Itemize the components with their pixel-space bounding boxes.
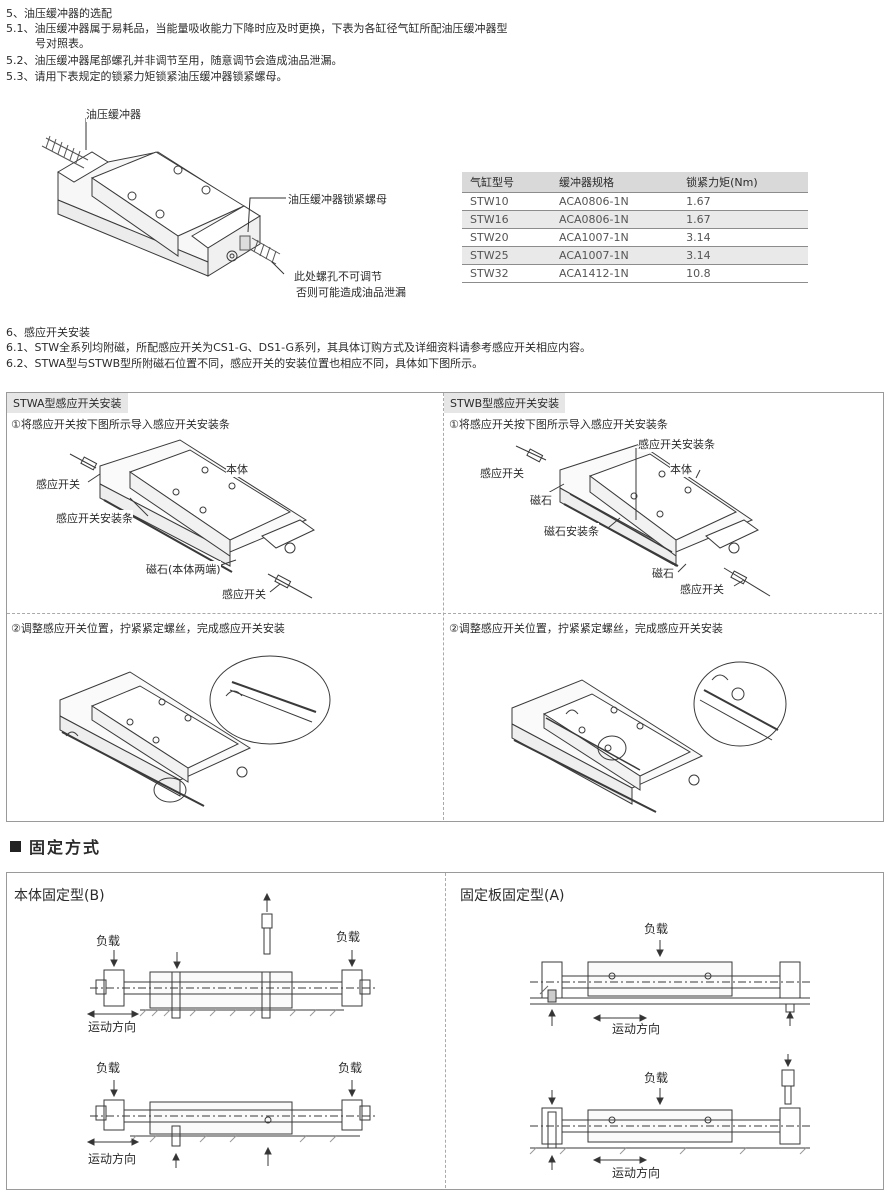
table-cell: 1.67 — [678, 210, 808, 229]
stwa-label-body: 本体 — [226, 461, 248, 477]
type-b-lower-drawing — [86, 1080, 378, 1168]
stwb-label-body: 本体 — [670, 461, 692, 477]
stwb-step1-drawing — [515, 443, 771, 597]
type-b-lower-load-left: 负载 — [96, 1061, 121, 1075]
type-b-lower-load-right: 负载 — [338, 1061, 363, 1075]
type-a-lower-load: 负载 — [644, 1071, 669, 1085]
callout-no-adjust-1: 此处螺孔不可调节 — [294, 268, 382, 284]
stwb-step1: ①将感应开关按下图所示导入感应开关安装条 — [449, 418, 668, 431]
type-b-upper-load-left: 负载 — [96, 934, 121, 948]
table-cell: ACA0806-1N — [550, 210, 679, 229]
table-cell: 10.8 — [678, 264, 808, 283]
table-cell: 1.67 — [678, 192, 808, 211]
table-cell: 3.14 — [678, 246, 808, 265]
type-a-upper-drawing — [530, 940, 812, 1026]
mounting-title-text: 固定方式 — [29, 838, 102, 857]
stwa-step1-drawing — [69, 439, 315, 599]
stwb-label-switch-top: 感应开关 — [480, 465, 524, 481]
stwa-step2: ②调整感应开关位置，拧紧紧定螺丝，完成感应开关安装 — [11, 622, 285, 635]
table-cell: STW16 — [462, 210, 551, 229]
stwb-label-switch-bottom: 感应开关 — [680, 581, 724, 597]
section5-line-1: 5.1、油压缓冲器属于易耗品，当能量吸收能力下降时应及时更换，下表为各缸径气缸所… — [6, 22, 508, 35]
stwa-label-switch-bottom: 感应开关 — [222, 586, 266, 602]
table-header-row: 气缸型号 缓冲器规格 锁紧力矩(Nm) — [462, 172, 808, 193]
type-a-upper-load: 负载 — [644, 922, 669, 936]
section6-line-1: 6.1、STW全系列均附磁，所配感应开关为CS1-G、DS1-G系列，其具体订购… — [6, 341, 591, 354]
stwa-step2-drawing — [59, 655, 331, 807]
table-cell: ACA0806-1N — [550, 192, 679, 211]
table-cell: ACA1007-1N — [550, 246, 679, 265]
table-cell: STW20 — [462, 228, 551, 247]
stwa-tag: STWA型感应开关安装 — [7, 393, 128, 413]
table-cell: STW25 — [462, 246, 551, 265]
section6-line-2: 6.2、STWA型与STWB型所附磁石位置不同，感应开关的安装位置也相应不同，具… — [6, 357, 484, 370]
mounting-section-title: 固定方式 — [10, 834, 101, 858]
stwb-label-magnet-rail: 磁石安装条 — [544, 523, 599, 539]
callout-buffer: 油压缓冲器 — [86, 106, 141, 122]
stwb-label-rail: 感应开关安装条 — [638, 436, 715, 452]
stwa-step1: ①将感应开关按下图所示导入感应开关安装条 — [11, 418, 230, 431]
panel-divider-v — [443, 393, 444, 820]
stwb-label-magnet-bottom: 磁石 — [652, 565, 674, 581]
section5-line-2: 5.2、油压缓冲器尾部螺孔并非调节至用，随意调节会造成油品泄漏。 — [6, 54, 343, 67]
panel-divider-h — [7, 613, 882, 614]
stwb-step2: ②调整感应开关位置，拧紧紧定螺丝，完成感应开关安装 — [449, 622, 723, 635]
callout-no-adjust-2: 否则可能造成油品泄漏 — [296, 284, 406, 300]
section5-line-1-cont: 号对照表。 — [35, 37, 90, 50]
mounting-divider — [445, 873, 446, 1188]
section6-heading: 6、感应开关安装 — [6, 326, 90, 339]
stwb-tag: STWB型感应开关安装 — [444, 393, 566, 413]
callout-lock-nut: 油压缓冲器锁紧螺母 — [288, 191, 387, 207]
type-b-upper-drawing — [86, 892, 378, 1019]
stwb-step2-drawing — [511, 661, 787, 813]
stwa-label-switch-top: 感应开关 — [36, 476, 80, 492]
type-b-upper-motion: 运动方向 — [88, 1020, 137, 1034]
table-cell: ACA1412-1N — [550, 264, 679, 283]
table-cell: 3.14 — [678, 228, 808, 247]
type-b-title: 本体固定型(B) — [14, 888, 105, 904]
table-cell: STW10 — [462, 192, 551, 211]
table-header-cylinder: 气缸型号 — [462, 172, 551, 193]
type-a-lower-motion: 运动方向 — [612, 1166, 661, 1180]
section5-line-3: 5.3、请用下表规定的锁紧力矩锁紧油压缓冲器锁紧螺母。 — [6, 70, 288, 83]
stwa-label-magnet: 磁石(本体两端) — [146, 561, 221, 577]
table-cell: STW32 — [462, 264, 551, 283]
type-b-lower-motion: 运动方向 — [88, 1152, 137, 1166]
stwa-label-rail: 感应开关安装条 — [56, 510, 133, 526]
stwb-label-magnet-top: 磁石 — [530, 492, 552, 508]
table-cell: ACA1007-1N — [550, 228, 679, 247]
type-b-upper-load-right: 负载 — [336, 930, 361, 944]
type-a-lower-drawing — [529, 1054, 812, 1170]
mounting-panel — [6, 872, 884, 1190]
type-a-upper-motion: 运动方向 — [612, 1022, 661, 1036]
section5-heading: 5、油压缓冲器的选配 — [6, 7, 112, 20]
switch-install-panel — [6, 392, 884, 822]
table-header-torque: 锁紧力矩(Nm) — [678, 172, 808, 193]
table-header-buffer: 缓冲器规格 — [550, 172, 679, 193]
type-a-title: 固定板固定型(A) — [460, 888, 565, 904]
square-bullet-icon — [10, 841, 21, 852]
